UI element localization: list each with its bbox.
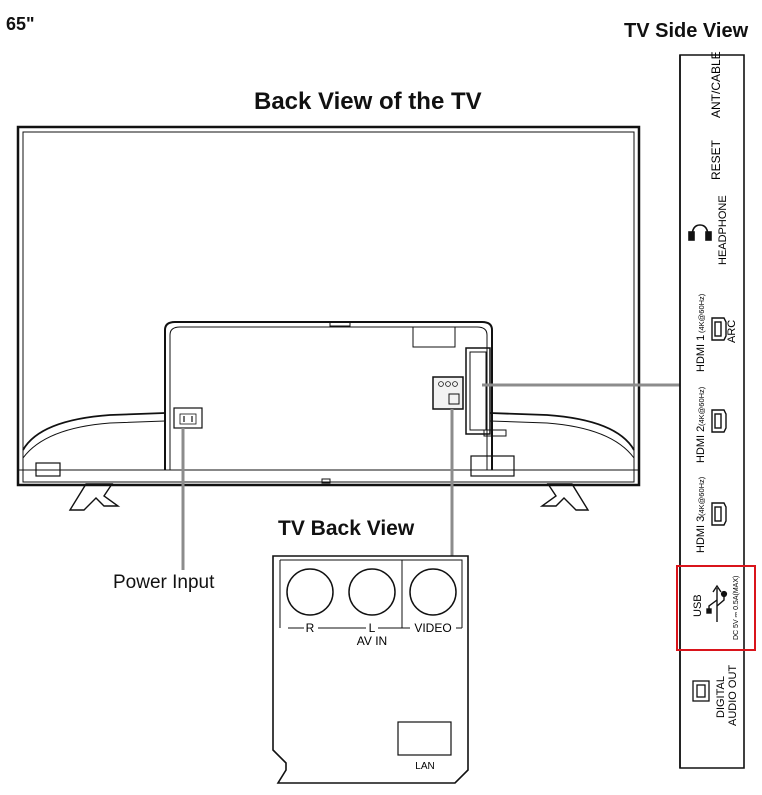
- side-view-title: TV Side View: [624, 20, 749, 42]
- power-input-port: [173, 407, 203, 429]
- hdmi-3-spec-label: (4K@60Hz): [697, 476, 706, 516]
- lan-port: [397, 721, 452, 756]
- screen-size-label: 65": [6, 14, 35, 34]
- panel-view-title: TV Back View: [278, 517, 415, 540]
- jack-label-video: VIDEO: [414, 621, 451, 635]
- reset-label: RESET: [709, 139, 723, 180]
- hdmi-2-port-icon: [711, 409, 727, 433]
- back-view-title: Back View of the TV: [254, 88, 482, 115]
- headphone-label: HEADPHONE: [717, 195, 729, 265]
- av-port-block: [432, 376, 464, 410]
- headphone-icon: [688, 224, 712, 241]
- hdmi-3-label: HDMI 3: [695, 516, 707, 553]
- arc-label: ARC: [726, 320, 738, 343]
- jack-label-r: R: [306, 621, 315, 635]
- hdmi-2-label: HDMI 2: [695, 426, 707, 463]
- jack-label-l: L: [369, 621, 376, 635]
- hdmi-3-port-icon: [711, 502, 727, 526]
- usb-spec-label: DC 5V ⎓ 0.5A(MAX): [733, 576, 740, 640]
- usb-icon: [706, 584, 728, 622]
- digital-audio-port-icon: [692, 680, 710, 702]
- callout-lines: [181, 383, 680, 570]
- usb-highlight-box: [676, 565, 756, 651]
- hdmi-1-spec-label: (4K@60Hz): [697, 293, 706, 333]
- center-mark: [321, 478, 331, 484]
- jack-label-av-in: AV IN: [357, 634, 387, 648]
- usb-label: USB: [692, 594, 704, 617]
- hdmi-1-port-icon: [711, 317, 727, 341]
- l-jack: [348, 568, 396, 616]
- tv-back-outline: [16, 125, 641, 487]
- hdmi-1-label: HDMI 1: [695, 335, 707, 372]
- right-vent: [470, 455, 515, 477]
- back-panel-detail: [272, 555, 469, 784]
- tv-feet: [68, 483, 590, 511]
- digital-label: DIGITAL: [715, 676, 727, 718]
- r-jack: [286, 568, 334, 616]
- side-port-strip: [465, 347, 507, 437]
- ant-cable-label: ANT/CABLE: [709, 51, 723, 118]
- hdmi-2-spec-label: (4K@60Hz): [697, 386, 706, 426]
- left-vent: [35, 462, 61, 477]
- audio-out-label: AUDIO OUT: [727, 665, 739, 726]
- lan-label: LAN: [415, 761, 434, 772]
- video-jack: [409, 568, 457, 616]
- power-input-label: Power Input: [113, 572, 215, 593]
